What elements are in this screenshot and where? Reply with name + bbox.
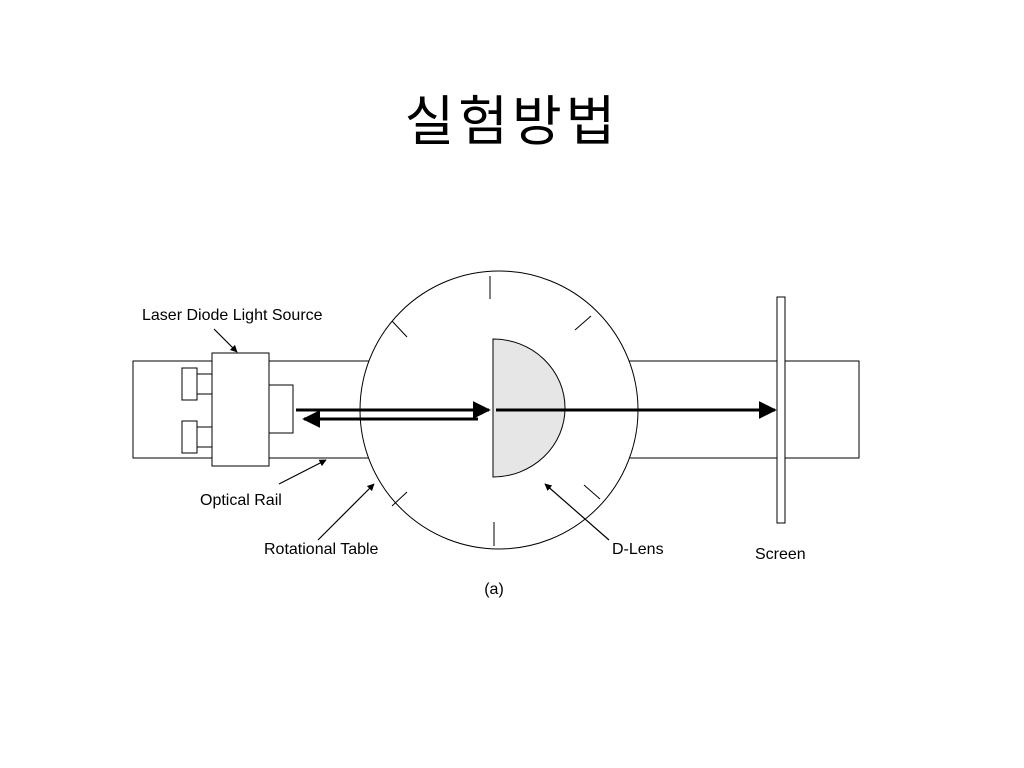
table-label: Rotational Table (264, 541, 379, 558)
rail-label: Optical Rail (200, 492, 282, 509)
screen-label: Screen (755, 546, 806, 563)
screen (776, 296, 786, 524)
laser-knob-top (181, 367, 213, 401)
laser-leader (213, 328, 238, 353)
laser-knob-bottom (181, 420, 213, 454)
page-title: 실험방법 (405, 90, 620, 153)
rail-leader (278, 459, 327, 485)
laser-label: Laser Diode Light Source (142, 307, 323, 324)
laser-diode-light-source (181, 352, 294, 467)
lens-label: D-Lens (612, 541, 664, 558)
lens-leader (544, 483, 610, 541)
figure-caption: (a) (484, 581, 504, 598)
rotational-table-ticks (391, 276, 601, 546)
table-leader (317, 483, 375, 541)
laser-beams (296, 401, 777, 428)
leader-arrows (213, 328, 610, 541)
